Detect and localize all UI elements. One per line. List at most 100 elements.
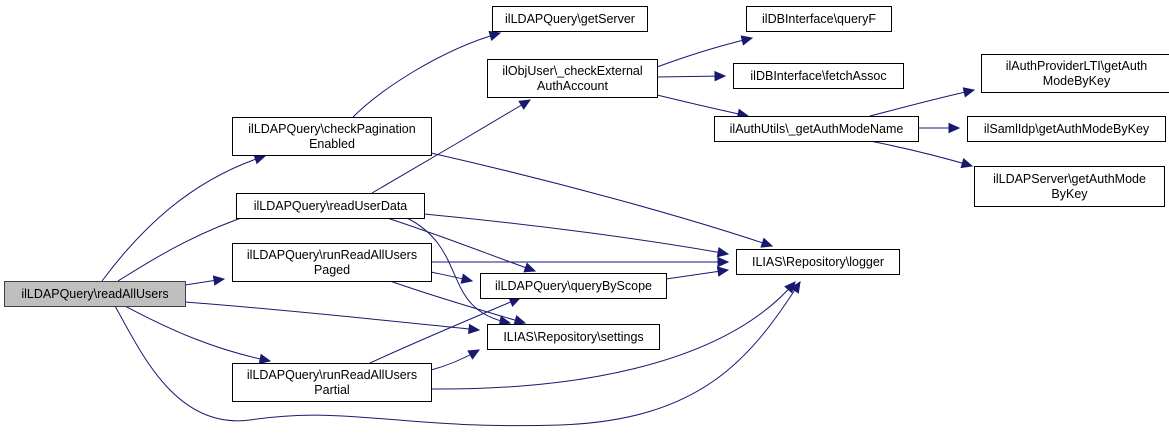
edge-readUserData-to-checkExternalAuthAccount: [371, 99, 532, 194]
edge-line: [389, 280, 526, 324]
edge-checkExternalAuthAccount-to-queryF: [656, 35, 754, 68]
node-box[interactable]: [733, 63, 904, 89]
arrowhead-icon: [212, 275, 226, 286]
edge-runReadAllUsersPartial-to-logger: [430, 281, 796, 390]
edge-readUserData-to-queryByScope: [386, 217, 537, 273]
arrowhead-icon: [460, 273, 474, 284]
node-label: ilLDAPQuery\getServer: [505, 12, 635, 26]
node-readAllUsers[interactable]: ilLDAPQuery\readAllUsers: [4, 281, 186, 307]
arrowhead-icon: [488, 30, 502, 42]
node-label: ilLDAPQuery\runReadAllUsers: [247, 368, 417, 382]
node-queryByScope[interactable]: ilLDAPQuery\queryByScope: [480, 273, 667, 299]
arrowhead-icon: [714, 70, 727, 82]
node-queryF[interactable]: ilDBInterface\queryF: [746, 6, 892, 32]
edge-line: [430, 281, 796, 390]
arrowhead-icon: [518, 99, 532, 110]
node-box[interactable]: [974, 166, 1165, 207]
node-label: ilDBInterface\fetchAssoc: [750, 69, 886, 83]
edge-line: [423, 213, 729, 255]
edge-line: [369, 297, 521, 364]
arrowhead-icon: [508, 297, 522, 307]
arrowhead-icon: [760, 237, 774, 248]
node-box[interactable]: [480, 273, 667, 299]
edge-runReadAllUsersPaged-to-queryByScope: [430, 271, 474, 284]
node-getAuthModeName[interactable]: ilAuthUtils\_getAuthModeName: [714, 116, 919, 142]
node-label: ModeByKey: [1043, 74, 1111, 88]
node-getServer[interactable]: ilLDAPQuery\getServer: [492, 6, 648, 32]
node-label: ilDBInterface\queryF: [762, 12, 876, 26]
node-ldapServerGetAuthModeByKey[interactable]: ilLDAPServer\getAuthModeByKey: [974, 166, 1165, 207]
node-box[interactable]: [232, 363, 432, 402]
node-fetchAssoc[interactable]: ilDBInterface\fetchAssoc: [733, 63, 904, 89]
arrowhead-icon: [468, 323, 481, 335]
node-box[interactable]: [746, 6, 892, 32]
edge-line: [114, 281, 801, 427]
node-box[interactable]: [981, 54, 1169, 93]
edge-line: [371, 99, 531, 194]
node-label: AuthAccount: [537, 79, 608, 93]
edge-readUserData-to-logger: [423, 213, 730, 258]
node-label: ilAuthUtils\_getAuthModeName: [730, 122, 904, 136]
node-label: ilLDAPQuery\readAllUsers: [21, 287, 168, 301]
node-box[interactable]: [236, 193, 425, 219]
arrowhead-icon: [784, 281, 796, 294]
edge-runReadAllUsersPaged-to-settings: [389, 280, 527, 326]
nodes-layer: ilLDAPQuery\readAllUsers ilLDAPQuery\chec…: [4, 6, 1169, 402]
node-label: ilLDAPQuery\checkPagination: [248, 122, 415, 136]
node-label: ByKey: [1051, 187, 1088, 201]
edge-line: [656, 75, 726, 78]
node-label: ilSamlIdp\getAuthModeByKey: [984, 122, 1150, 136]
edge-getAuthModeName-to-ldapServerGetAuthModeByKey: [869, 140, 974, 169]
node-label: ilLDAPQuery\runReadAllUsers: [247, 248, 417, 262]
arrowhead-icon: [789, 280, 801, 294]
arrowhead-icon: [740, 35, 754, 46]
node-ltiGetAuthModeByKey[interactable]: ilAuthProviderLTI\getAuthModeByKey: [981, 54, 1169, 93]
node-box[interactable]: [487, 324, 660, 350]
arrowhead-icon: [717, 256, 730, 268]
edge-runReadAllUsersPartial-to-settings: [430, 349, 481, 371]
edge-readAllUsers-to-runReadAllUsersPaged: [184, 275, 226, 286]
arrowhead-icon: [513, 315, 527, 326]
arrowhead-icon: [716, 266, 730, 277]
node-box[interactable]: [232, 243, 432, 282]
node-readUserData[interactable]: ilLDAPQuery\readUserData: [236, 193, 425, 219]
node-box[interactable]: [714, 116, 919, 142]
edge-line: [101, 155, 266, 282]
arrowhead-icon: [467, 349, 481, 360]
node-label: ilObjUser\_checkExternal: [502, 64, 642, 78]
node-settings[interactable]: ILIAS\Repository\settings: [487, 324, 660, 350]
edge-line: [869, 140, 973, 167]
edge-line: [386, 217, 536, 272]
edge-line: [430, 152, 773, 247]
node-samlGetAuthModeByKey[interactable]: ilSamlIdp\getAuthModeByKey: [967, 116, 1166, 142]
arrowhead-icon: [960, 157, 974, 169]
edge-readAllUsers-to-logger: [114, 280, 801, 427]
edge-line: [184, 301, 480, 331]
arrowhead-icon: [258, 353, 272, 365]
node-label: Enabled: [309, 137, 355, 151]
edge-checkExternalAuthAccount-to-fetchAssoc: [656, 70, 727, 82]
node-box[interactable]: [492, 6, 648, 32]
node-label: Paged: [314, 263, 350, 277]
node-box[interactable]: [232, 117, 432, 156]
node-box[interactable]: [967, 116, 1166, 142]
node-label: Partial: [314, 383, 349, 397]
node-logger[interactable]: ILIAS\Repository\logger: [736, 249, 900, 275]
node-box[interactable]: [487, 59, 658, 98]
edge-readAllUsers-to-settings: [184, 301, 481, 335]
edge-checkExternalAuthAccount-to-getAuthModeName: [656, 94, 750, 119]
node-box[interactable]: [4, 281, 186, 307]
edge-queryByScope-to-logger: [665, 266, 730, 280]
edge-runReadAllUsersPaged-to-logger: [431, 256, 730, 268]
edge-getAuthModeName-to-ltiGetAuthModeByKey: [869, 87, 976, 117]
edge-line: [869, 89, 975, 117]
node-label: ilLDAPQuery\readUserData: [254, 199, 408, 213]
node-box[interactable]: [736, 249, 900, 275]
node-label: ilLDAPQuery\queryByScope: [495, 279, 652, 293]
node-label: ilAuthProviderLTI\getAuth: [1006, 59, 1148, 73]
